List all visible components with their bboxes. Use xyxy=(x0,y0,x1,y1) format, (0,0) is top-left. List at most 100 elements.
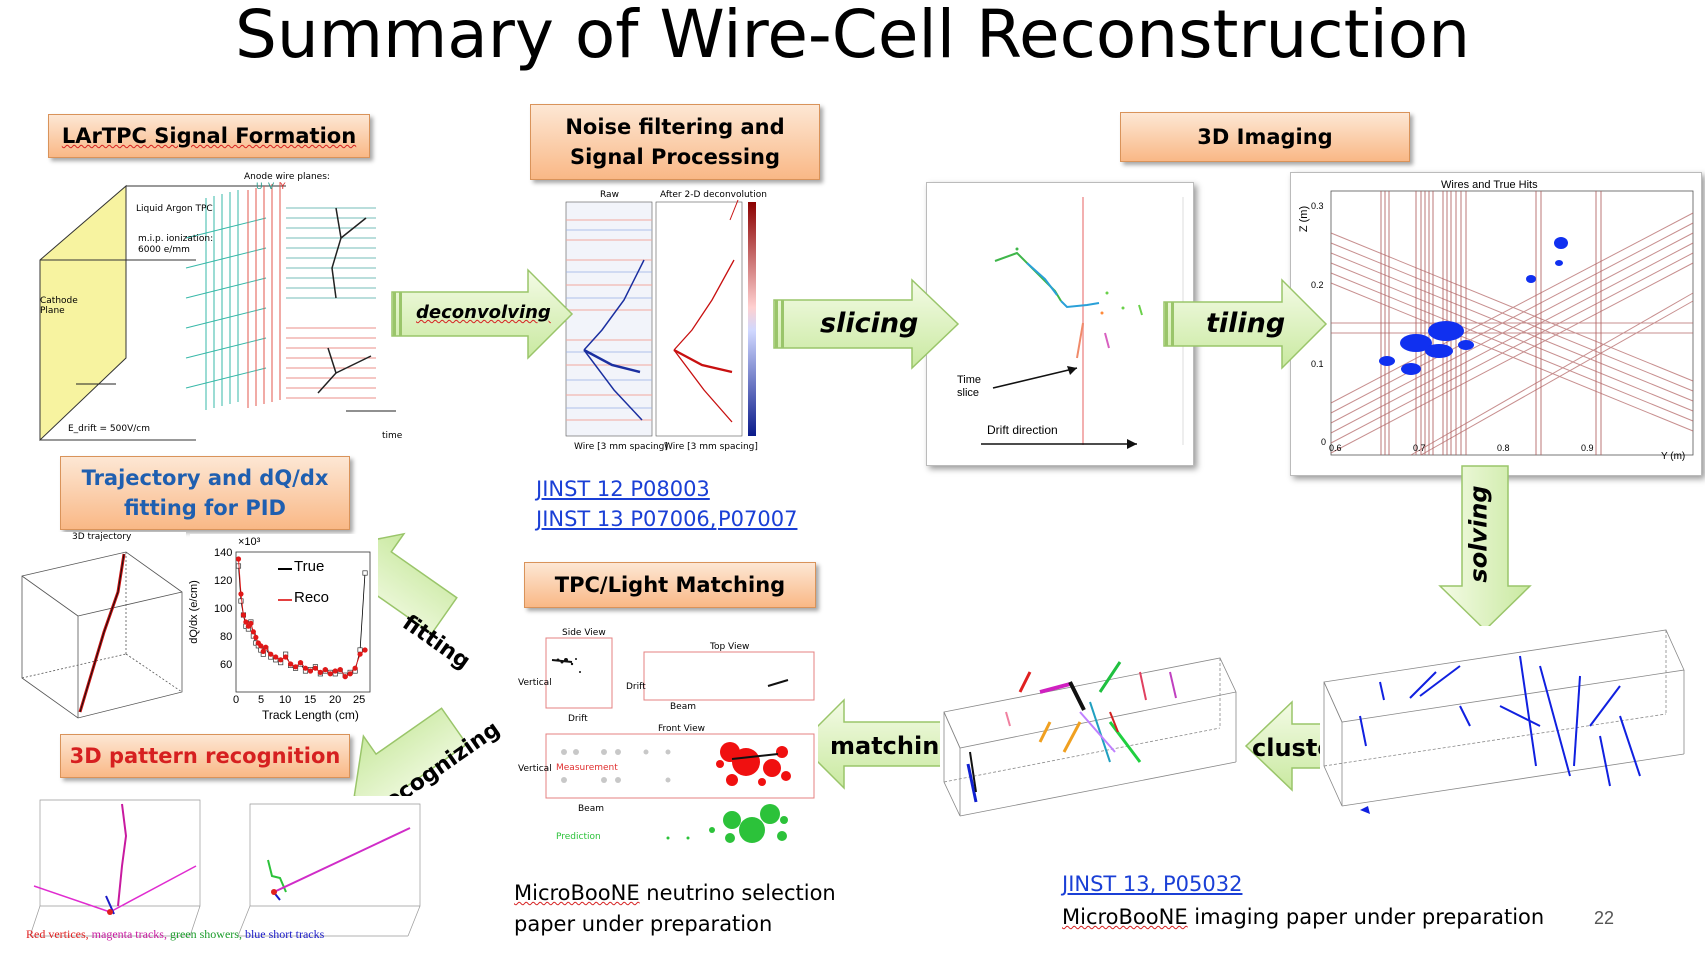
dqdx-point-reco xyxy=(292,664,299,670)
dqdx-point-reco xyxy=(253,634,259,640)
ref-jinst-12-p08003[interactable]: JINST 12 P08003 xyxy=(536,477,710,501)
tpc-time-label: time xyxy=(382,431,403,441)
dqdx-point-reco xyxy=(352,665,358,671)
dqdx-point-reco xyxy=(248,620,254,626)
dqdx-legend-reco: Reco xyxy=(294,589,330,606)
ref-jinst-13-p07006[interactable]: JINST 13 P07006, xyxy=(536,507,717,531)
note-imaging-microboone: MicroBooNE xyxy=(1062,905,1188,929)
box-trajectory-line1: Trajectory and dQ/dx xyxy=(81,466,329,490)
dqdx-point-reco xyxy=(362,647,368,653)
tiling-xtick-0: 0.6 xyxy=(1329,443,1342,453)
cluster-blue-svg xyxy=(1323,629,1685,814)
light-vertical-1: Vertical xyxy=(518,678,552,688)
dqdx-point-reco xyxy=(317,669,323,675)
dqdx-point-reco xyxy=(302,665,309,671)
ref-jinst-13-p05032[interactable]: JINST 13, P05032 xyxy=(1062,872,1243,896)
dqdx-point-reco xyxy=(273,654,279,660)
dqdx-point-reco xyxy=(347,671,353,677)
slicing-figure: Time slice Drift direction xyxy=(926,182,1194,466)
tpc-efield: E_drift = 500V/cm xyxy=(68,424,150,434)
dqdx-point-reco xyxy=(342,674,348,680)
tpc-cathode-line2: Plane xyxy=(40,306,65,316)
dqdx-point-reco xyxy=(337,667,343,673)
tpc-u-label: U xyxy=(256,182,263,192)
dqdx-legend-true: True xyxy=(294,558,325,575)
tiling-xtick-3: 0.9 xyxy=(1581,443,1594,453)
cluster-figure-blue xyxy=(1320,626,1690,822)
cluster-colored-svg xyxy=(943,657,1237,817)
pattern-caption-red: Red vertices, xyxy=(26,927,92,941)
cluster-figure-colored xyxy=(940,652,1240,822)
dqdx-legend-reco-line xyxy=(278,599,292,601)
pattern-caption-magenta: magenta tracks, xyxy=(91,927,170,941)
dqdx-ytick-0: 140 xyxy=(214,547,233,559)
dqdx-chart: ×10³ dQ/dx (e/cm) Track Length (cm) 140 … xyxy=(187,534,378,726)
dqdx-point-reco xyxy=(258,643,264,649)
light-measurement: Measurement xyxy=(556,763,618,773)
box-tpc-light-matching: TPC/Light Matching xyxy=(524,562,816,608)
dqdx-point-reco xyxy=(332,668,338,674)
tiling-xtick-2: 0.8 xyxy=(1497,443,1510,453)
light-vertical-2: Vertical xyxy=(518,764,552,774)
dqdx-point-reco xyxy=(240,612,247,618)
pattern-svg xyxy=(29,799,421,937)
dqdx-point-reco xyxy=(297,660,304,666)
slicing-svg xyxy=(981,197,1184,449)
dqdx-point-reco xyxy=(243,619,249,625)
dqdx-ytick-2: 100 xyxy=(214,603,233,615)
pattern-caption: Red vertices, magenta tracks, green show… xyxy=(26,927,324,942)
light-matching-figure: Side View Top View Vertical Drift Drift … xyxy=(518,624,818,860)
light-side-view: Side View xyxy=(562,628,606,638)
arrow-label-tiling: tiling xyxy=(1206,308,1286,339)
tpc-v-label: V xyxy=(268,182,275,192)
dqdx-point-reco xyxy=(322,667,328,673)
box-pattern-recognition-label: 3D pattern recognition xyxy=(69,744,341,768)
tpc-anode-label: Anode wire planes: xyxy=(244,172,330,182)
light-top-view: Top View xyxy=(710,642,750,652)
light-matching-svg xyxy=(545,637,815,843)
note-neutrino-microboone: MicroBooNE xyxy=(514,881,640,905)
dqdx-svg xyxy=(235,551,371,693)
tiling-title: Wires and True Hits xyxy=(1441,179,1538,191)
dqdx-xtick-1: 5 xyxy=(258,694,265,706)
box-signal-formation-label: LArTPC Signal Formation xyxy=(61,124,357,148)
signal-after-title: After 2-D deconvolution xyxy=(660,190,767,200)
tpc-diagram: Anode wire planes: U V Y Liquid Argon TP… xyxy=(36,172,436,448)
slicing-time-slice-line2: slice xyxy=(957,387,980,399)
note-neutrino-line1: neutrino selection xyxy=(639,881,836,905)
signal-xaxis-after: Wire [3 mm spacing] xyxy=(664,442,758,452)
box-tpc-light-matching-label: TPC/Light Matching xyxy=(554,573,786,597)
tpc-liquid-argon: Liquid Argon TPC xyxy=(136,204,213,214)
tiling-yaxis-label: Z (m) xyxy=(1298,205,1311,233)
arrow-label-slicing: slicing xyxy=(820,308,919,339)
tpc-diagram-svg xyxy=(39,182,396,442)
light-front-view: Front View xyxy=(658,724,705,734)
tiling-ytick-1: 0.2 xyxy=(1311,280,1324,290)
tiling-ytick-3: 0 xyxy=(1321,437,1327,447)
note-imaging-paper: MicroBooNE imaging paper under preparati… xyxy=(1062,902,1582,933)
dqdx-point-reco xyxy=(357,651,363,657)
page-number: 22 xyxy=(1594,908,1615,928)
ref-p07007[interactable]: P07007 xyxy=(718,507,798,531)
signal-processing-svg xyxy=(565,199,756,437)
tiling-figure: Wires and True Hits xyxy=(1290,172,1702,476)
box-pattern-recognition: 3D pattern recognition xyxy=(60,734,350,778)
light-drift-1: Drift xyxy=(568,714,588,724)
tpc-cathode-line1: Cathode xyxy=(40,296,78,306)
dqdx-point-reco xyxy=(235,556,242,562)
dqdx-xtick-4: 20 xyxy=(329,694,342,706)
light-beam-1: Beam xyxy=(670,702,696,712)
dqdx-xtick-5: 25 xyxy=(353,694,366,706)
box-3d-imaging: 3D Imaging xyxy=(1120,112,1410,162)
dqdx-xtick-2: 10 xyxy=(279,694,292,706)
tiling-ytick-2: 0.1 xyxy=(1311,359,1324,369)
dqdx-ylabel: dQ/dx (e/cm) xyxy=(187,580,200,644)
note-imaging-line: imaging paper under preparation xyxy=(1187,905,1545,929)
dqdx-ytick-1: 120 xyxy=(214,575,233,587)
box-noise-line1: Noise filtering and xyxy=(565,115,785,139)
box-signal-formation: LArTPC Signal Formation xyxy=(48,114,370,158)
slide-title: Summary of Wire-Cell Reconstruction xyxy=(234,0,1471,73)
tiling-svg xyxy=(1330,190,1694,456)
pattern-caption-blue: blue short tracks xyxy=(244,927,325,941)
tiling-xaxis-label: Y (m) xyxy=(1661,451,1686,462)
